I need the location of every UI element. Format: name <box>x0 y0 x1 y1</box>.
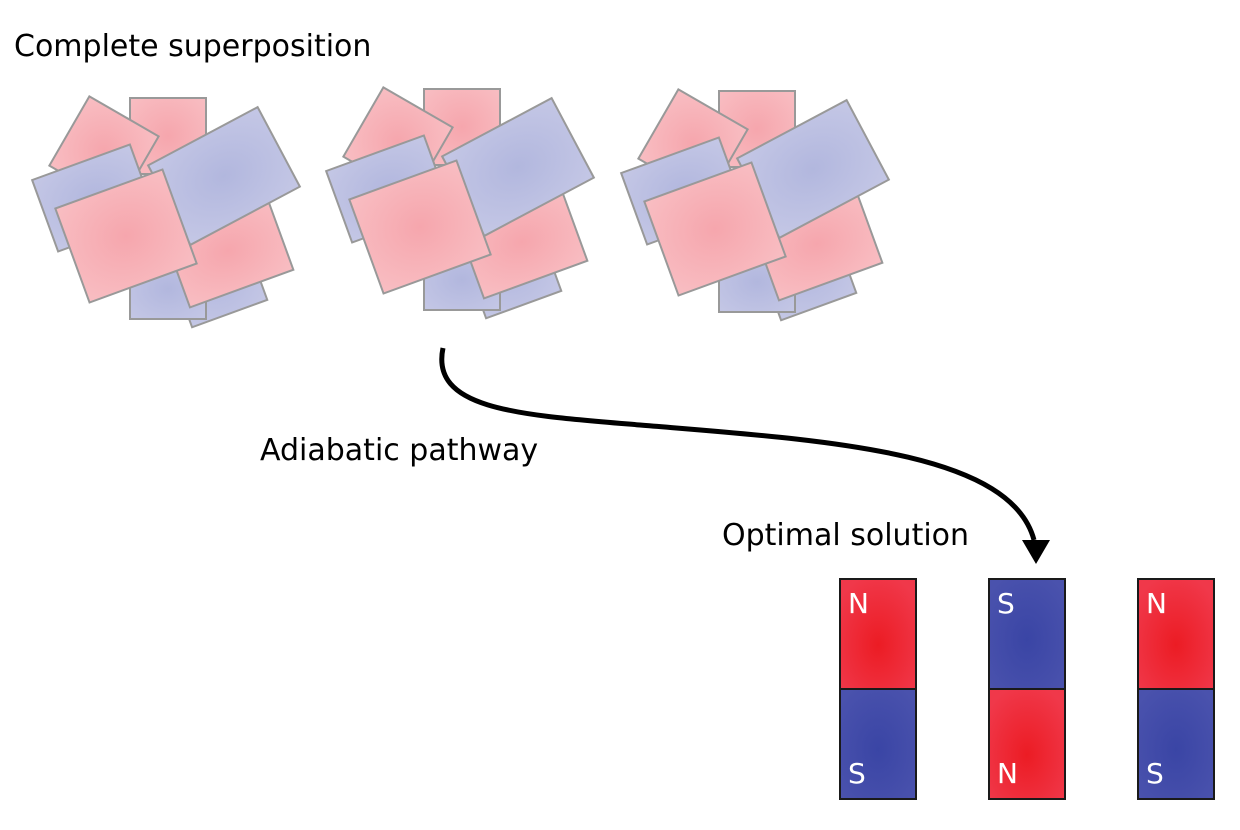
pole-label: S <box>848 757 866 790</box>
superposition-cluster <box>30 94 302 329</box>
superposition-cluster <box>324 85 596 320</box>
south-pole <box>988 578 1066 690</box>
superposition-cluster <box>619 87 891 322</box>
superposed-north-pole <box>643 161 787 297</box>
bar-magnet: SN <box>988 578 1066 800</box>
pole-label: N <box>1146 587 1167 620</box>
superposition-clusters <box>30 85 891 329</box>
superposed-north-pole <box>348 159 492 295</box>
superposed-north-pole <box>54 168 198 304</box>
pathway-curve <box>439 347 1037 541</box>
pole-label: S <box>997 587 1015 620</box>
north-pole <box>988 688 1066 800</box>
bar-magnet: NS <box>839 578 917 800</box>
adiabatic-pathway-arrow <box>439 347 1050 564</box>
superposition-label: Complete superposition <box>14 29 371 64</box>
north-pole <box>1137 578 1215 690</box>
pole-label: N <box>848 587 869 620</box>
solution-label: Optimal solution <box>722 518 969 553</box>
pole-label: S <box>1146 757 1164 790</box>
south-pole <box>839 688 917 800</box>
pathway-arrowhead <box>1022 540 1050 564</box>
south-pole <box>1137 688 1215 800</box>
bar-magnet: NS <box>1137 578 1215 800</box>
pathway-label: Adiabatic pathway <box>260 433 538 468</box>
pole-label: N <box>997 757 1018 790</box>
